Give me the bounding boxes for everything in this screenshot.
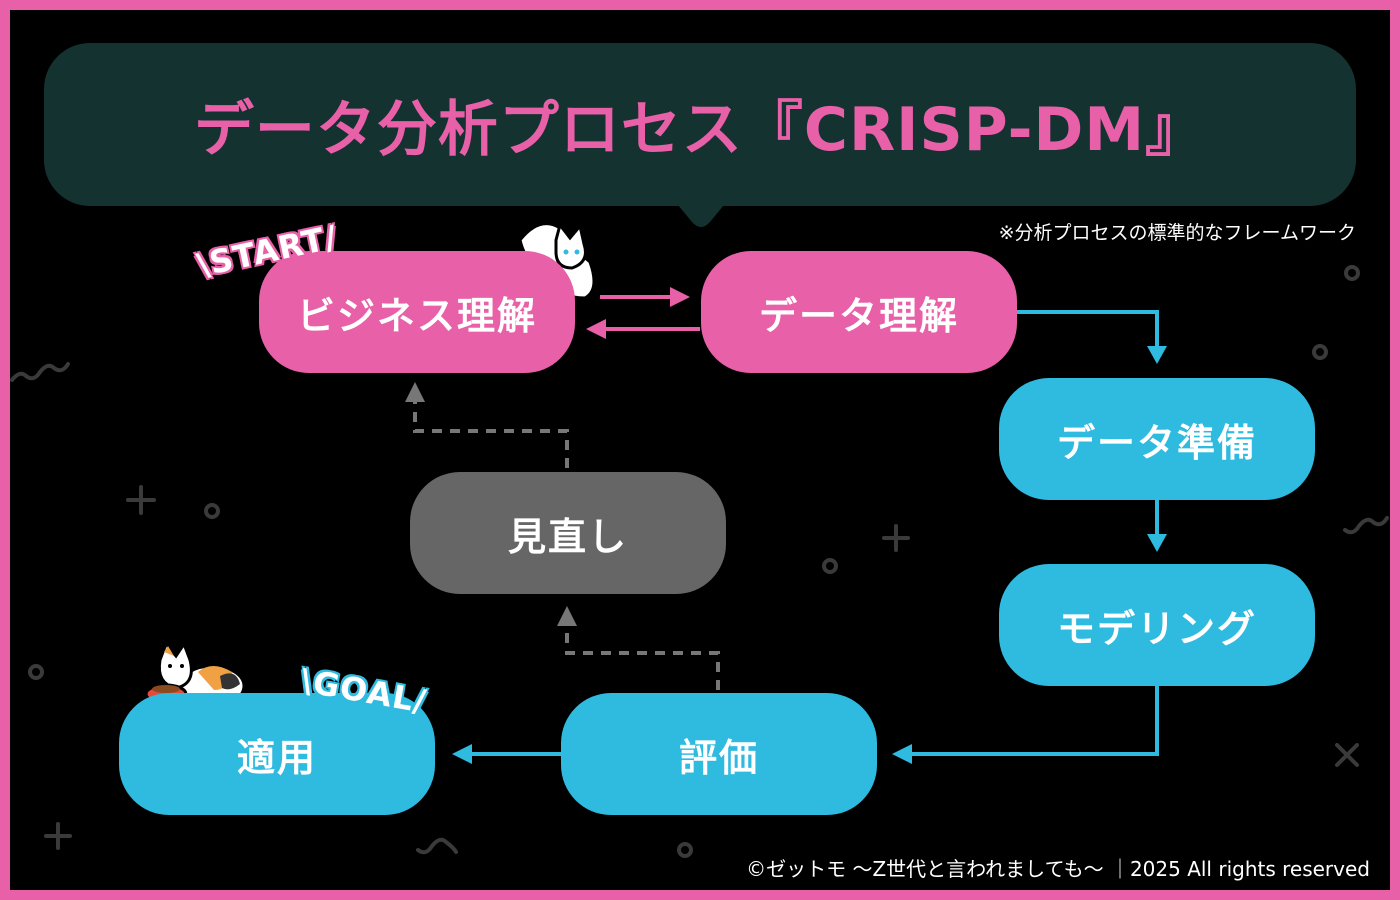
node-label: 見直し [507,514,628,559]
title-bubble-tail [678,205,724,227]
plus-decoration [44,822,72,850]
node-business-understanding: ビジネス理解 [259,251,575,373]
circle-decoration [204,503,220,519]
node-modeling: モデリング [999,564,1315,686]
arrow-evaluation-to-review [557,606,720,690]
plus-decoration [126,485,156,515]
arrow-evaluation-to-deployment [452,744,562,764]
squiggle-decoration [10,362,70,382]
node-data-understanding: データ理解 [701,251,1017,373]
cross-decoration [1335,743,1359,767]
copyright-footer: ©ゼットモ 〜Z世代と言われましても〜 ｜2025 All rights res… [746,857,1370,881]
circle-decoration [822,558,838,574]
node-review: 見直し [410,472,726,594]
background-decorations [10,265,1389,858]
arrow-data-understanding-to-preparation [1016,310,1167,364]
squiggle-decoration [416,837,458,855]
arrow-review-to-business [405,382,569,468]
squiggle-decoration [1343,516,1389,535]
node-label: モデリング [1056,606,1257,651]
circle-decoration [1344,265,1360,281]
arrow-data-to-business [586,319,700,339]
circle-decoration [677,842,693,858]
node-label: ビジネス理解 [296,293,537,338]
page-title: データ分析プロセス『CRISP-DM』 [193,95,1207,165]
node-evaluation: 評価 [561,693,877,815]
circle-decoration [28,664,44,680]
title-bubble: データ分析プロセス『CRISP-DM』 [44,43,1356,206]
circle-decoration [1312,344,1328,360]
node-label: 適用 [236,735,317,780]
node-deployment: 適用 [119,693,435,815]
node-label: データ準備 [1056,420,1257,465]
node-label: 評価 [678,735,759,780]
arrow-preparation-to-modeling [1147,500,1167,552]
arrow-modeling-to-evaluation [892,686,1159,764]
plus-decoration [882,524,910,552]
node-data-preparation: データ準備 [999,378,1315,500]
arrow-business-to-data [600,287,690,307]
framework-note: ※分析プロセスの標準的なフレームワーク [998,222,1356,244]
node-label: データ理解 [758,293,959,338]
